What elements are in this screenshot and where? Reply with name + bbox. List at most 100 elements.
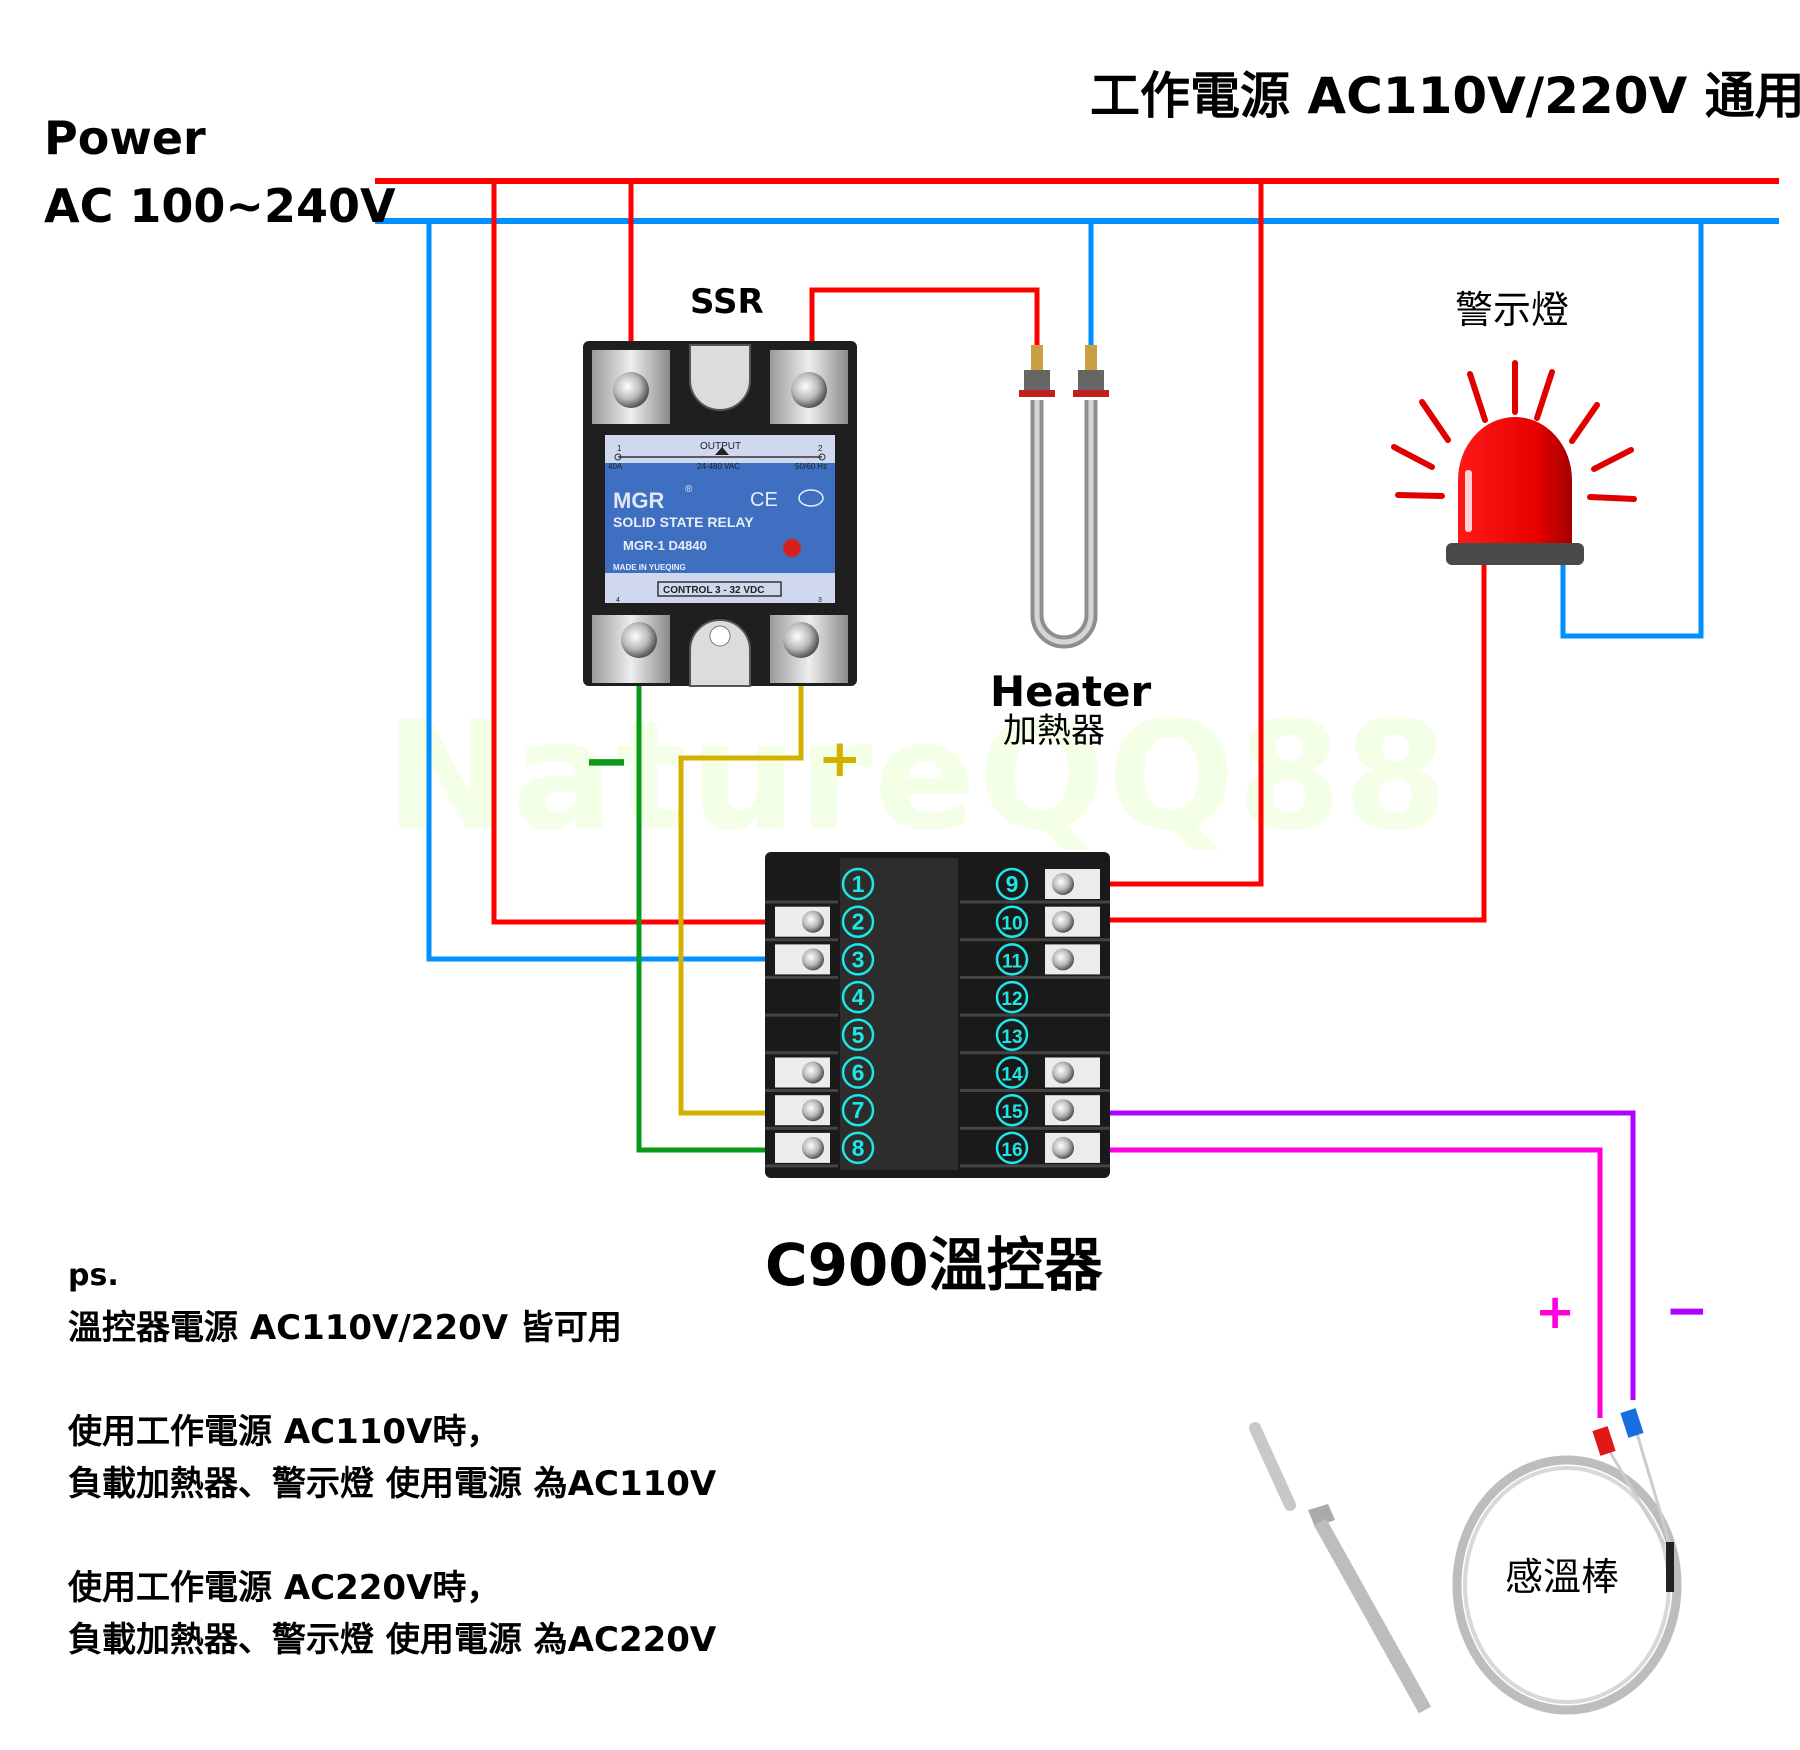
ssr-terminal-4-label: 4 xyxy=(616,597,620,604)
terminal-number-ring-11 xyxy=(995,943,1029,976)
terminal-number-ring-4 xyxy=(841,980,875,1014)
terminal-number-ring-9 xyxy=(995,867,1029,901)
ssr-title: SSR xyxy=(690,282,764,322)
terminal-number-ring-1 xyxy=(841,867,875,901)
notes-line1: 溫控器電源 AC110V/220V 皆可用 xyxy=(68,1308,622,1348)
terminal-number-9: 9 xyxy=(1006,871,1019,897)
terminal-number-ring-2 xyxy=(841,905,875,938)
terminal-number-7: 7 xyxy=(852,1097,865,1123)
heater-label-en: Heater xyxy=(990,667,1152,716)
terminal-number-ring-6 xyxy=(841,1056,875,1089)
ssr-freq: 50/60 Hz xyxy=(795,462,827,471)
ssr-terminal-1-label: 1 xyxy=(617,444,622,453)
wire-ssr-3-plus-to-terminal-7 xyxy=(678,650,804,1116)
ssr-minus-sign: − xyxy=(583,729,630,794)
wire-terminal-16-to-sensor-plus xyxy=(1083,1147,1603,1418)
wire-ssr-2-to-heater xyxy=(809,287,1040,380)
terminal-number-ring-16 xyxy=(995,1131,1029,1165)
ssr-made-in: MADE IN YUEQING xyxy=(613,563,686,572)
terminal-screw-3 xyxy=(802,948,824,971)
terminal-number-11: 11 xyxy=(1002,951,1023,972)
terminal-screw-10 xyxy=(1052,910,1074,933)
mounting-slot-top xyxy=(689,344,751,411)
terminal-number-ring-14 xyxy=(995,1056,1029,1089)
controller-label: C900溫控器 xyxy=(765,1231,1103,1299)
sensor-plus-sign: + xyxy=(1535,1284,1576,1340)
power-label-line1: Power xyxy=(44,111,206,165)
alarm-lamp-label: 警示燈 xyxy=(1455,288,1570,332)
ssr-registered: ® xyxy=(685,484,693,495)
terminal-screw-15 xyxy=(1052,1099,1074,1122)
terminal-number-2: 2 xyxy=(852,909,865,935)
wire-live-to-terminal-9 xyxy=(1083,181,1264,887)
ssr-plus-sign: + xyxy=(818,729,862,789)
ssr-output-rating: 24-480 VAC xyxy=(697,462,740,471)
terminal-number-ring-10 xyxy=(995,905,1029,938)
sensor-plus-lug xyxy=(1592,1426,1616,1456)
mounting-slot-bottom xyxy=(689,619,751,687)
power-label: Power AC 100~240V xyxy=(44,104,396,240)
ssr-terminal-2-label: 2 xyxy=(818,444,823,453)
notes-ps: ps. xyxy=(68,1258,119,1293)
ssr-model: MGR-1 D4840 xyxy=(623,538,707,553)
wire-neutral-to-terminal-3 xyxy=(426,221,790,962)
power-bus xyxy=(375,178,1779,224)
ssr-product: SOLID STATE RELAY xyxy=(613,514,754,530)
watermark: NatureQQ88 xyxy=(385,690,1450,864)
terminal-number-ring-15 xyxy=(995,1093,1029,1127)
terminal-number-ring-7 xyxy=(841,1093,875,1127)
sensor-minus-sign: − xyxy=(1665,1281,1709,1341)
ssr-brand: MGR xyxy=(613,488,664,513)
ssr-current: 40A xyxy=(608,462,623,471)
ssr-relay xyxy=(583,341,857,687)
temperature-sensor xyxy=(1249,1408,1682,1715)
wire-terminal-15-to-sensor-minus xyxy=(1083,1110,1636,1400)
terminal-number-6: 6 xyxy=(852,1060,865,1086)
sensor-label: 感溫棒 xyxy=(1505,1555,1620,1599)
terminal-number-ring-5 xyxy=(841,1018,875,1052)
ssr-ce-mark: CE xyxy=(750,489,778,511)
terminal-number-15: 15 xyxy=(1001,1102,1023,1123)
terminal-number-10: 10 xyxy=(1001,914,1022,935)
ssr-status-led xyxy=(783,539,801,557)
terminal-number-4: 4 xyxy=(852,984,865,1010)
terminal-screw-14 xyxy=(1052,1061,1074,1084)
terminal-number-ring-12 xyxy=(995,980,1029,1014)
terminal-number-5: 5 xyxy=(852,1022,865,1048)
terminal-number-3: 3 xyxy=(852,946,865,972)
wire-ssr-4-minus-to-terminal-8 xyxy=(636,650,790,1153)
ssr-ccc-mark xyxy=(798,489,824,507)
ssr-control-rating: CONTROL 3 - 32 VDC xyxy=(663,585,765,596)
notes-line4: 使用工作電源 AC220V時， xyxy=(68,1568,501,1608)
terminal-number-ring-8 xyxy=(841,1131,875,1165)
wire-terminal-10-to-lamp xyxy=(1083,565,1487,923)
terminal-screw-8 xyxy=(802,1136,824,1159)
terminal-number-8: 8 xyxy=(852,1135,865,1161)
heater-label-zh: 加熱器 xyxy=(1003,711,1105,751)
terminal-screw-9 xyxy=(1052,873,1074,895)
terminal-number-12: 12 xyxy=(1001,989,1022,1010)
notes-line5: 負載加熱器、警示燈 使用電源 為AC220V xyxy=(68,1620,717,1660)
terminal-screw-6 xyxy=(802,1061,824,1084)
sensor-minus-lug xyxy=(1620,1408,1644,1438)
terminal-screw-2 xyxy=(802,910,824,933)
ssr-terminal-3-label: 3 xyxy=(818,597,822,604)
notes-line3: 負載加熱器、警示燈 使用電源 為AC110V xyxy=(68,1464,717,1504)
terminal-number-ring-13 xyxy=(995,1018,1029,1052)
terminal-number-ring-3 xyxy=(841,943,875,976)
alarm-lamp xyxy=(1391,360,1637,565)
work-power-label: 工作電源 AC110V/220V 通用 xyxy=(1090,67,1800,125)
terminal-number-13: 13 xyxy=(1001,1027,1022,1048)
power-label-line2: AC 100~240V xyxy=(44,179,396,233)
heater-element xyxy=(1019,345,1109,649)
notes: ps. 溫控器電源 AC110V/220V 皆可用 使用工作電源 AC110V時… xyxy=(68,1250,716,1666)
terminal-number-1: 1 xyxy=(852,871,865,897)
terminal-number-14: 14 xyxy=(1001,1065,1023,1086)
ssr-output-label: OUTPUT xyxy=(700,441,741,452)
terminal-screw-7 xyxy=(802,1099,824,1122)
notes-line2: 使用工作電源 AC110V時， xyxy=(68,1412,501,1452)
terminal-screw-11 xyxy=(1052,948,1074,971)
wire-lamp-to-neutral xyxy=(1560,221,1704,639)
